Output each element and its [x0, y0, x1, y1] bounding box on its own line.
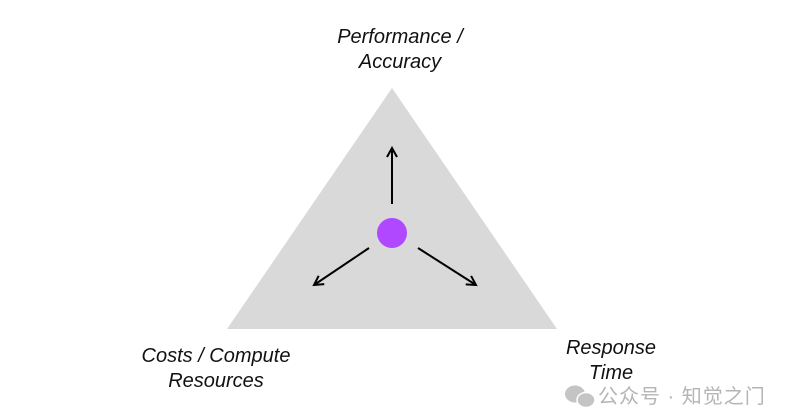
- center-dot: [377, 218, 407, 248]
- arrow-left: [314, 247, 370, 285]
- wechat-icon: [565, 385, 596, 409]
- watermark-text: 公众号 · 知觉之门: [598, 386, 766, 408]
- left-label-line2: Resources: [168, 370, 264, 392]
- triangle: [227, 88, 557, 329]
- left-label-line1: Costs / Compute: [141, 345, 291, 367]
- left-label: Costs / Compute Resources: [96, 344, 336, 394]
- arrow-right: [417, 247, 476, 285]
- top-label-line2: Accuracy: [358, 51, 442, 73]
- right-label-line1: Response: [565, 337, 657, 359]
- right-label: Response Time: [491, 336, 731, 386]
- top-label-line1: Performance /: [337, 26, 463, 48]
- right-label-line2: Time: [588, 362, 634, 384]
- top-label: Performance / Accuracy: [280, 25, 520, 75]
